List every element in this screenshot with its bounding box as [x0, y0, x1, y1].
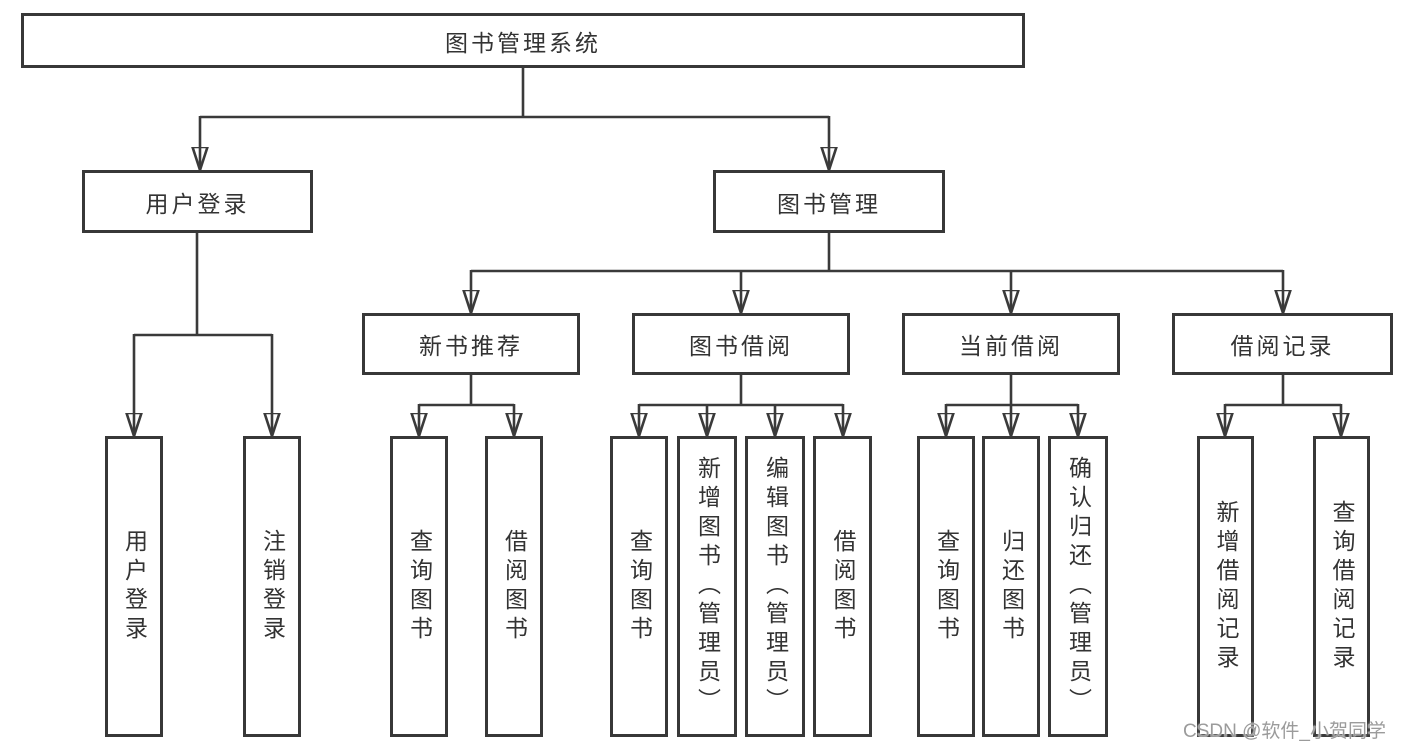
leaf-add-borrow-record: 新增借阅记录 [1197, 436, 1254, 737]
leaf-query-borrow-record: 查询借阅记录 [1313, 436, 1370, 737]
leaf-borrow-books-borrowing-label: 借阅图书 [830, 528, 856, 645]
leaf-logout-label: 注销登录 [259, 528, 286, 645]
node-book-management-label: 图书管理 [777, 190, 881, 217]
leaf-query-books-current-label: 查询图书 [933, 528, 960, 645]
node-book-borrowing: 图书借阅 [632, 313, 850, 375]
leaf-confirm-return-admin: 确认归还（管理员） [1048, 436, 1108, 737]
node-book-borrowing-label: 图书借阅 [689, 333, 793, 359]
node-borrowing-records-label: 借阅记录 [1230, 333, 1335, 359]
leaf-borrow-books-recommend: 借阅图书 [485, 436, 543, 737]
node-user-login-label: 用户登录 [145, 190, 250, 217]
leaf-edit-book-admin-label: 编辑图书（管理员） [762, 456, 789, 717]
node-borrowing-records: 借阅记录 [1172, 313, 1393, 375]
node-root-label: 图书管理系统 [445, 29, 601, 56]
leaf-query-books-borrowing: 查询图书 [610, 436, 668, 737]
leaf-logout: 注销登录 [243, 436, 301, 737]
leaf-user-login: 用户登录 [105, 436, 163, 737]
leaf-return-books: 归还图书 [982, 436, 1040, 737]
leaf-borrow-books-borrowing: 借阅图书 [813, 436, 872, 737]
node-current-borrowing: 当前借阅 [902, 313, 1120, 375]
leaf-query-books-recommend-label: 查询图书 [406, 528, 433, 645]
node-user-login: 用户登录 [82, 170, 313, 233]
csdn-watermark: CSDN @软件_小贺同学 [1183, 721, 1386, 742]
leaf-edit-book-admin: 编辑图书（管理员） [745, 436, 805, 737]
leaf-add-book-admin-label: 新增图书（管理员） [694, 456, 721, 717]
leaf-return-books-label: 归还图书 [998, 528, 1025, 645]
leaf-add-book-admin: 新增图书（管理员） [677, 436, 737, 737]
node-current-borrowing-label: 当前借阅 [959, 333, 1063, 359]
leaf-query-books-borrowing-label: 查询图书 [626, 528, 653, 645]
node-new-book-recommend-label: 新书推荐 [419, 333, 523, 359]
node-book-management: 图书管理 [713, 170, 945, 233]
leaf-query-books-current: 查询图书 [917, 436, 975, 737]
leaf-query-borrow-record-label: 查询借阅记录 [1329, 499, 1355, 674]
node-root: 图书管理系统 [21, 13, 1025, 68]
node-new-book-recommend: 新书推荐 [362, 313, 580, 375]
leaf-add-borrow-record-label: 新增借阅记录 [1213, 499, 1239, 674]
leaf-query-books-recommend: 查询图书 [390, 436, 448, 737]
leaf-borrow-books-recommend-label: 借阅图书 [501, 528, 528, 645]
leaf-confirm-return-admin-label: 确认归还（管理员） [1065, 456, 1092, 717]
leaf-user-login-label: 用户登录 [121, 528, 148, 645]
